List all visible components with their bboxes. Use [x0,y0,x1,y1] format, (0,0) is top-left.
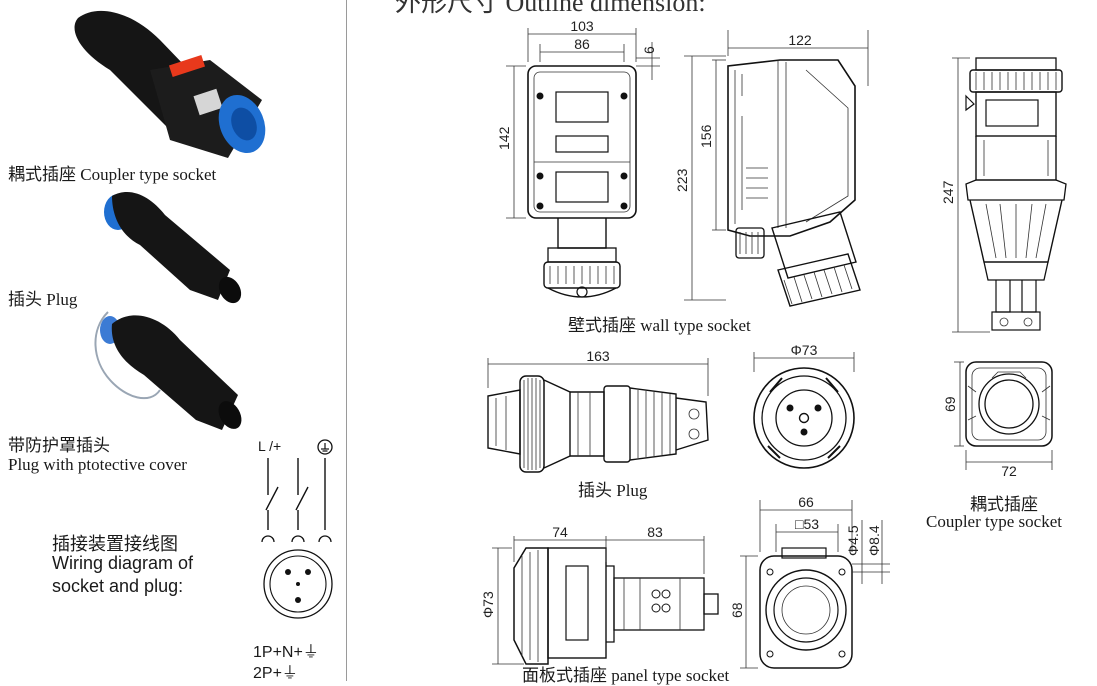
dim-coupler-72: 72 [1001,463,1017,479]
coupler-front-view [954,361,1053,470]
column-divider [346,0,347,681]
dim-wall-156: 156 [698,124,714,148]
dim-coupler-247: 247 [940,180,956,204]
covered-plug-caption-cn: 带防护罩插头 [8,436,110,455]
wall-socket-caption: 壁式插座 wall type socket [568,316,751,335]
dim-plug-phi73: Φ73 [791,342,818,358]
covered-plug-photo [94,311,242,430]
wiring-label-l: L /+ [258,438,282,454]
coupler-drawing-caption-cn: 耦式插座 [970,495,1038,514]
dim-panel-phi45: Φ4.5 [845,525,861,556]
dim-wall-6: 6 [641,46,657,54]
panel-front-view [740,500,890,669]
wiring-title-en-1: Wiring diagram of [52,553,194,573]
dim-wall-122: 122 [788,32,812,48]
plug-drawing-caption: 插头 Plug [578,481,648,500]
dim-panel-83: 83 [647,524,663,540]
wiring-title-cn: 插接装置接线图 [52,534,178,554]
plug-caption: 插头 Plug [8,290,78,309]
coupler-side-dimensions [952,57,990,333]
wiring-diagram [261,439,333,619]
coupler-socket-photo [74,10,266,158]
coupler-socket-caption: 耦式插座 Coupler type socket [8,165,217,184]
page-title: 外形尺寸 Outline dimension: [395,0,706,17]
plug-photo [104,192,242,304]
panel-socket-caption: 面板式插座 panel type socket [522,666,730,685]
dim-panel-68: 68 [729,602,745,618]
dim-wall-142: 142 [496,126,512,150]
panel-side-view [492,536,719,665]
wall-side-view [727,59,861,307]
wall-front-dimensions [506,28,660,219]
wall-side-dimensions [684,30,869,301]
wiring-title-en-2: socket and plug: [52,576,184,596]
dim-panel-74: 74 [552,524,568,540]
dim-panel-sq53: □53 [795,516,819,532]
dim-panel-phi84: Φ8.4 [866,525,882,556]
dim-coupler-69: 69 [942,396,958,412]
dim-wall-86: 86 [574,36,590,52]
dim-panel-phi73: Φ73 [480,591,496,618]
plug-front-view [753,352,855,469]
plug-side-view [487,358,709,473]
wiring-config-2: 2P+⏚ [253,665,298,682]
dim-panel-66: 66 [798,494,814,510]
dim-plug-163: 163 [586,348,610,364]
covered-plug-caption-en: Plug with ptotective cover [8,455,187,474]
coupler-drawing-caption-en: Coupler type socket [926,512,1062,531]
wiring-config-1: 1P+N+⏚ [253,644,319,661]
dim-wall-103: 103 [570,18,594,34]
coupler-side-view [965,57,1067,331]
wall-front-view [527,65,637,298]
dim-wall-223: 223 [674,168,690,192]
